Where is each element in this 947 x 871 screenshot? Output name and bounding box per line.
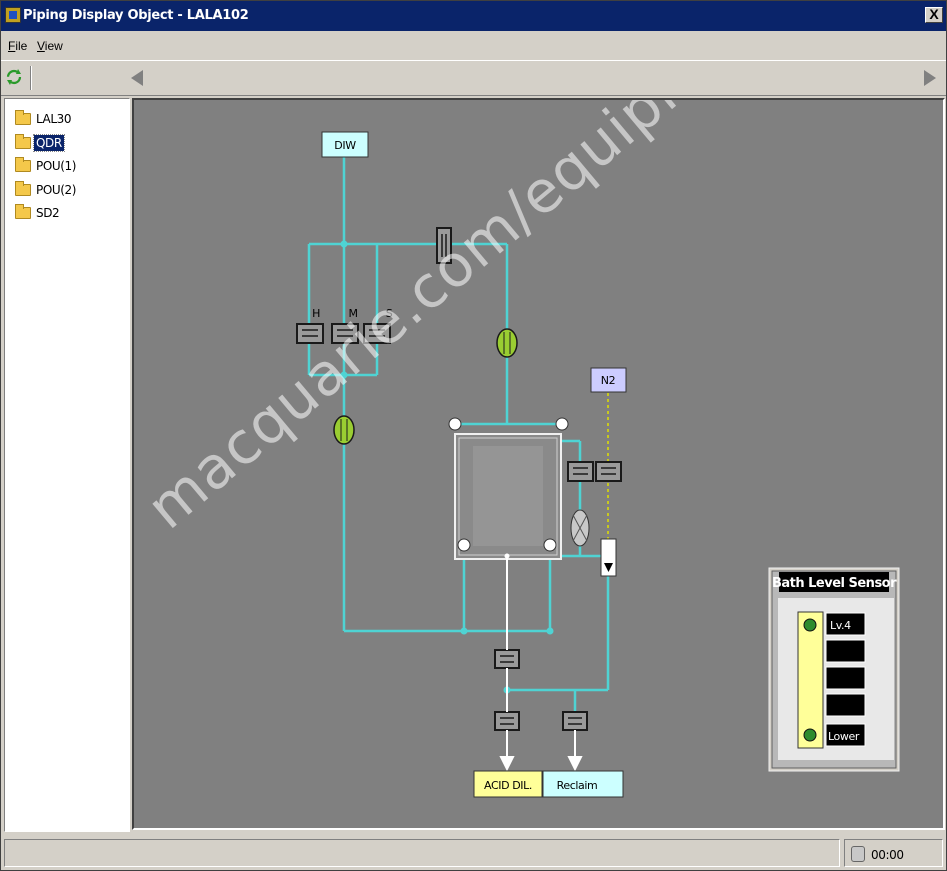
valve-h[interactable] <box>296 323 324 344</box>
folder-icon <box>15 181 31 196</box>
bath-level-sensor-title: Bath Level Sensor <box>772 576 897 591</box>
next-arrow-icon[interactable] <box>924 70 936 86</box>
toolbar-separator <box>30 66 32 90</box>
tree-item-pou1[interactable]: POU(1) <box>15 157 78 175</box>
valve-m[interactable] <box>331 323 359 344</box>
status-message-pane <box>4 839 840 867</box>
acid-dil-valve[interactable] <box>494 711 520 731</box>
diw-label: DIW <box>334 139 356 152</box>
level-label-lv4: Lv.4 <box>830 619 851 632</box>
valve-m-label: M <box>348 307 357 320</box>
previous-arrow-icon[interactable] <box>131 70 143 86</box>
close-button[interactable]: X <box>925 7 943 23</box>
tree-item-qdr[interactable]: QDR <box>15 134 65 152</box>
flow-meter-top <box>496 328 518 358</box>
piping-diagram-canvas: DIW N2 <box>132 98 945 830</box>
server-icon <box>851 846 865 862</box>
tree-item-sd2[interactable]: SD2 <box>15 204 61 222</box>
tree-item-label: POU(2) <box>36 183 77 197</box>
tree-item-label: SD2 <box>36 206 60 220</box>
tree-item-label: POU(1) <box>36 159 77 173</box>
level-cell-lv4 <box>825 612 866 636</box>
piping-diagram: DIW N2 <box>296 131 900 798</box>
tree-item-pou2[interactable]: POU(2) <box>15 181 78 199</box>
refresh-icon[interactable] <box>5 68 23 86</box>
drain-lines <box>499 556 583 772</box>
reclaim-destination: Reclaim <box>542 770 624 798</box>
qdr-tank[interactable] <box>454 433 562 560</box>
reclaim-label: Reclaim <box>557 779 598 792</box>
drain-junction <box>504 553 510 559</box>
acid-dil-label: ACID DIL. <box>484 779 532 792</box>
drain-valve[interactable] <box>494 649 520 669</box>
acid-dil-destination: ACID DIL. <box>473 770 543 798</box>
toolbar <box>1 62 946 96</box>
tank-nozzles <box>448 417 569 552</box>
status-bar: 00:00 <box>1 836 946 870</box>
level-sensor-lower-dot <box>803 728 817 742</box>
n2-label: N2 <box>601 374 615 387</box>
tree-item-label: LAL30 <box>36 112 72 126</box>
tree-item-label: QDR <box>33 134 65 152</box>
folder-icon <box>15 157 31 172</box>
valve-s-label: S <box>386 307 393 320</box>
status-time: 00:00 <box>871 848 904 862</box>
check-valve[interactable] <box>600 538 617 577</box>
level-cell-1 <box>825 693 866 717</box>
reclaim-valve[interactable] <box>562 711 588 731</box>
level-cell-3 <box>825 639 866 663</box>
level-label-lower: Lower <box>828 730 860 743</box>
bypass-valve[interactable] <box>436 227 452 264</box>
menu-file[interactable]: File <box>8 39 28 53</box>
diw-source: DIW <box>321 131 369 158</box>
tree-item-lal30[interactable]: LAL30 <box>15 110 73 128</box>
folder-icon <box>15 110 31 125</box>
tree-view: LAL30 QDR POU(1) POU(2) SD2 <box>4 98 130 832</box>
pipe-lines <box>307 157 610 713</box>
valve-right-1[interactable] <box>567 461 594 482</box>
flow-meter-left <box>333 415 355 445</box>
level-cell-lower <box>825 723 866 747</box>
lamp-indicator <box>570 509 590 547</box>
app-icon <box>5 7 21 23</box>
title-bar: Piping Display Object - LALA102 X <box>1 1 946 31</box>
menu-view[interactable]: View <box>37 39 63 53</box>
status-time-pane: 00:00 <box>844 839 943 867</box>
valve-right-2[interactable] <box>595 461 622 482</box>
level-sensor-upper-dot <box>803 618 817 632</box>
level-cell-2 <box>825 666 866 690</box>
bath-level-sensor-panel: Bath Level Sensor Lv.4 Lower <box>768 567 900 772</box>
valve-h-label: H <box>312 307 320 320</box>
folder-icon <box>15 204 31 219</box>
n2-source: N2 <box>590 367 627 393</box>
folder-open-icon <box>15 134 31 149</box>
valve-s[interactable] <box>363 323 391 344</box>
window-title: Piping Display Object - LALA102 <box>23 8 249 23</box>
menu-bar: File View <box>1 31 946 61</box>
